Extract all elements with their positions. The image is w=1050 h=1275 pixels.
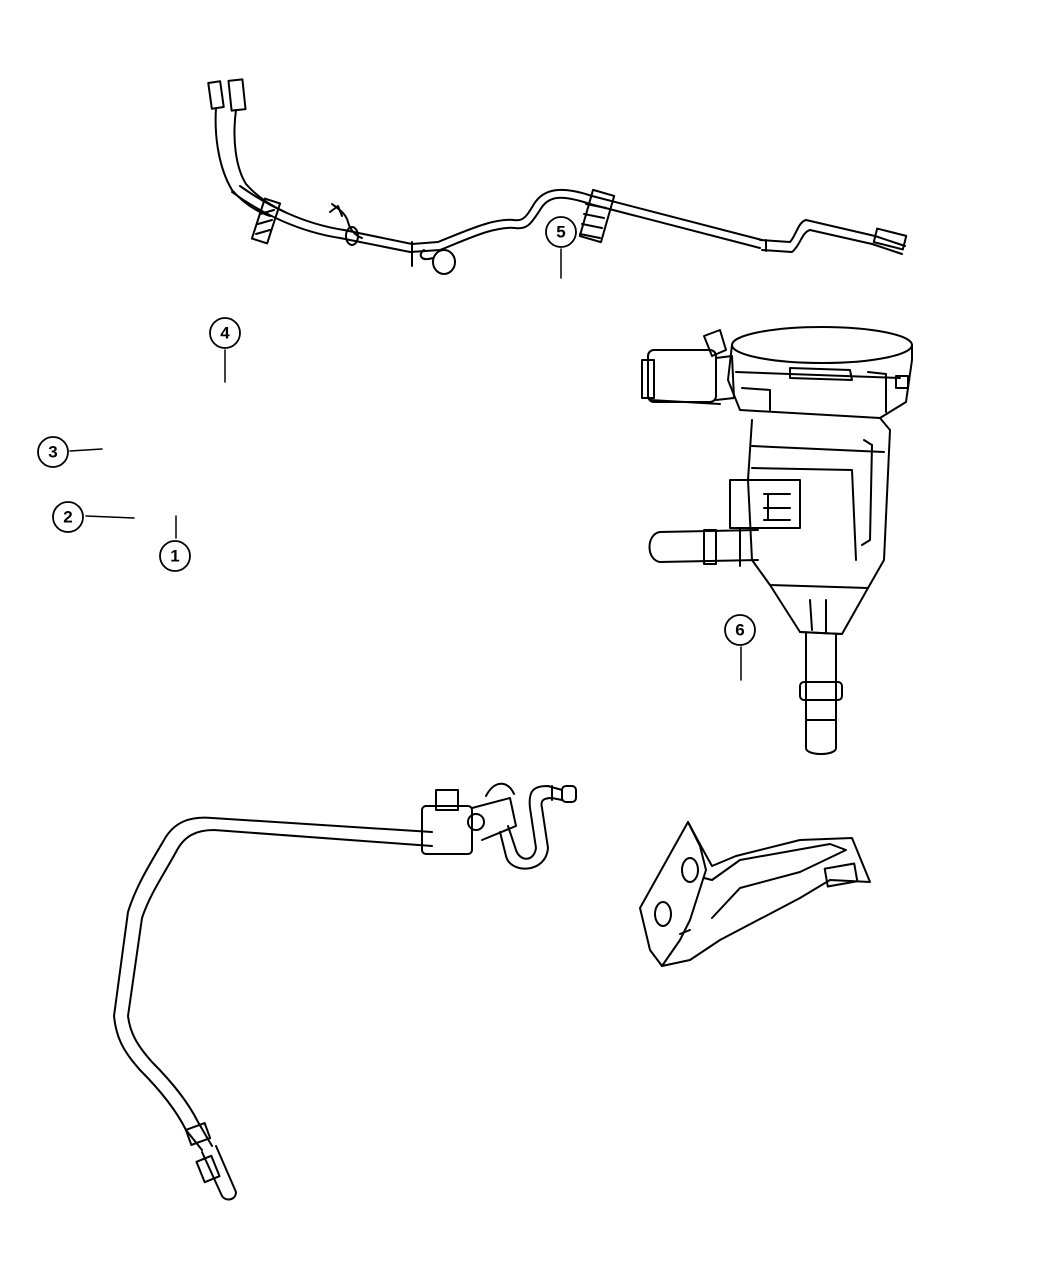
- callout-circle: [159, 540, 191, 572]
- callout-2: 2: [52, 501, 84, 533]
- callout-circle: [209, 317, 241, 349]
- callout-4: 4: [209, 317, 241, 349]
- callout-6: 6: [724, 614, 756, 646]
- callout-label: 2: [63, 508, 72, 527]
- callout-circle: [52, 501, 84, 533]
- callout-circle: [724, 614, 756, 646]
- callout-label: 1: [170, 547, 179, 566]
- callout-circle: [37, 436, 69, 468]
- callout-3: 3: [37, 436, 69, 468]
- callout-label: 5: [556, 223, 565, 242]
- leader-lines: [69, 248, 742, 681]
- callout-5: 5: [545, 216, 577, 248]
- callout-label: 6: [735, 621, 744, 640]
- callout-label: 3: [48, 443, 57, 462]
- callout-label: 4: [220, 324, 230, 343]
- vacuum-hose: [113, 782, 577, 1201]
- leader-line-2: [85, 515, 135, 519]
- harness-assembly: [207, 78, 908, 275]
- leak-detection-pump: [641, 326, 913, 755]
- callout-circle: [545, 216, 577, 248]
- callout-1: 1: [159, 540, 191, 572]
- leader-line-3: [69, 448, 103, 452]
- mounting-bracket: [639, 821, 871, 967]
